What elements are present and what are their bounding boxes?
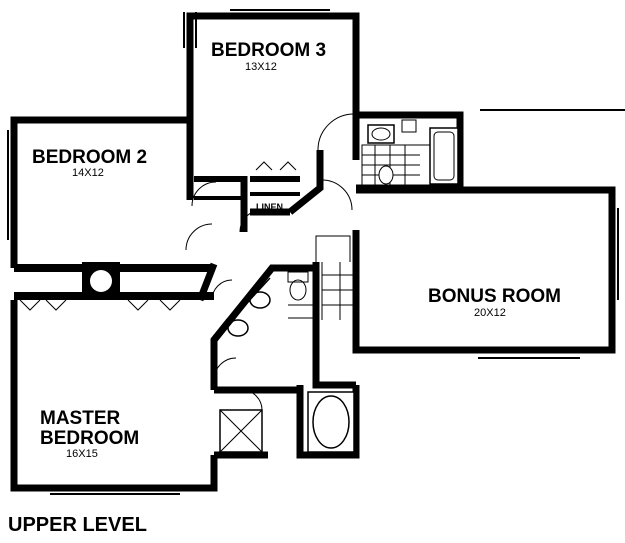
level-title: UPPER LEVEL — [8, 514, 147, 536]
bonus-room-label: BONUS ROOM — [428, 286, 561, 307]
bonus-room-walls — [352, 109, 625, 359]
master-bedroom-walls — [10, 300, 233, 495]
bedroom-3-label: BEDROOM 3 — [211, 40, 326, 61]
bedroom-2-size: 14X12 — [72, 167, 104, 179]
master-bedroom-label-line1: MASTER — [40, 408, 121, 429]
bedroom-3-size: 13X12 — [245, 61, 277, 73]
hall-closets — [185, 150, 324, 251]
master-bath — [211, 264, 360, 459]
bedroom-2-walls — [7, 116, 194, 268]
master-bedroom-size: 16X15 — [66, 448, 98, 460]
closet-band — [14, 262, 218, 311]
linen-label: LINEN — [256, 202, 283, 212]
bonus-room-size: 20X12 — [474, 307, 506, 319]
hall-bath — [317, 111, 464, 211]
master-bedroom-label-line2: BEDROOM — [40, 428, 139, 449]
stairs — [288, 235, 356, 389]
bedroom-3-walls — [183, 9, 360, 180]
bedroom-2-label: BEDROOM 2 — [32, 147, 147, 168]
